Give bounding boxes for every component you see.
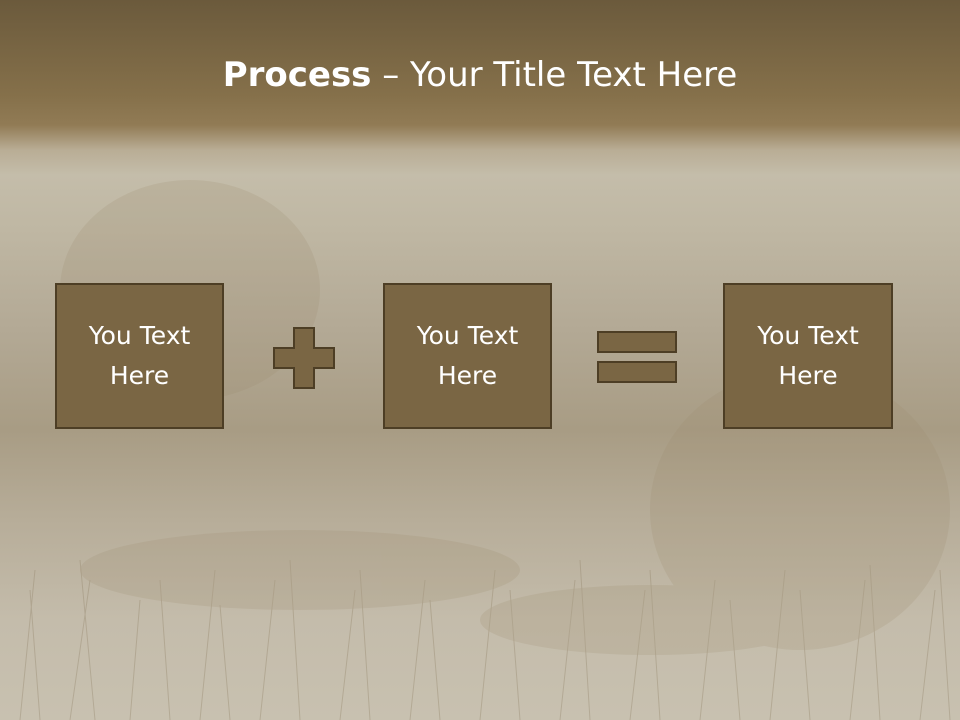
title-rest-part: – Your Title Text Here [371,55,738,95]
process-box-1: You Text Here [55,283,224,429]
plus-icon [273,327,335,389]
process-box-3-text: You Text Here [757,321,859,390]
process-box-2-text: You Text Here [416,321,519,390]
background-grass-image [19,180,951,720]
title-bold-part: Process [222,55,372,95]
process-box-2: You Text Here [383,283,552,429]
process-box-3: You Text Here [723,283,893,429]
equals-icon [597,331,677,383]
process-box-1-text: You Text Here [88,321,191,390]
slide-title: Process – Your Title Text Here [0,52,960,98]
